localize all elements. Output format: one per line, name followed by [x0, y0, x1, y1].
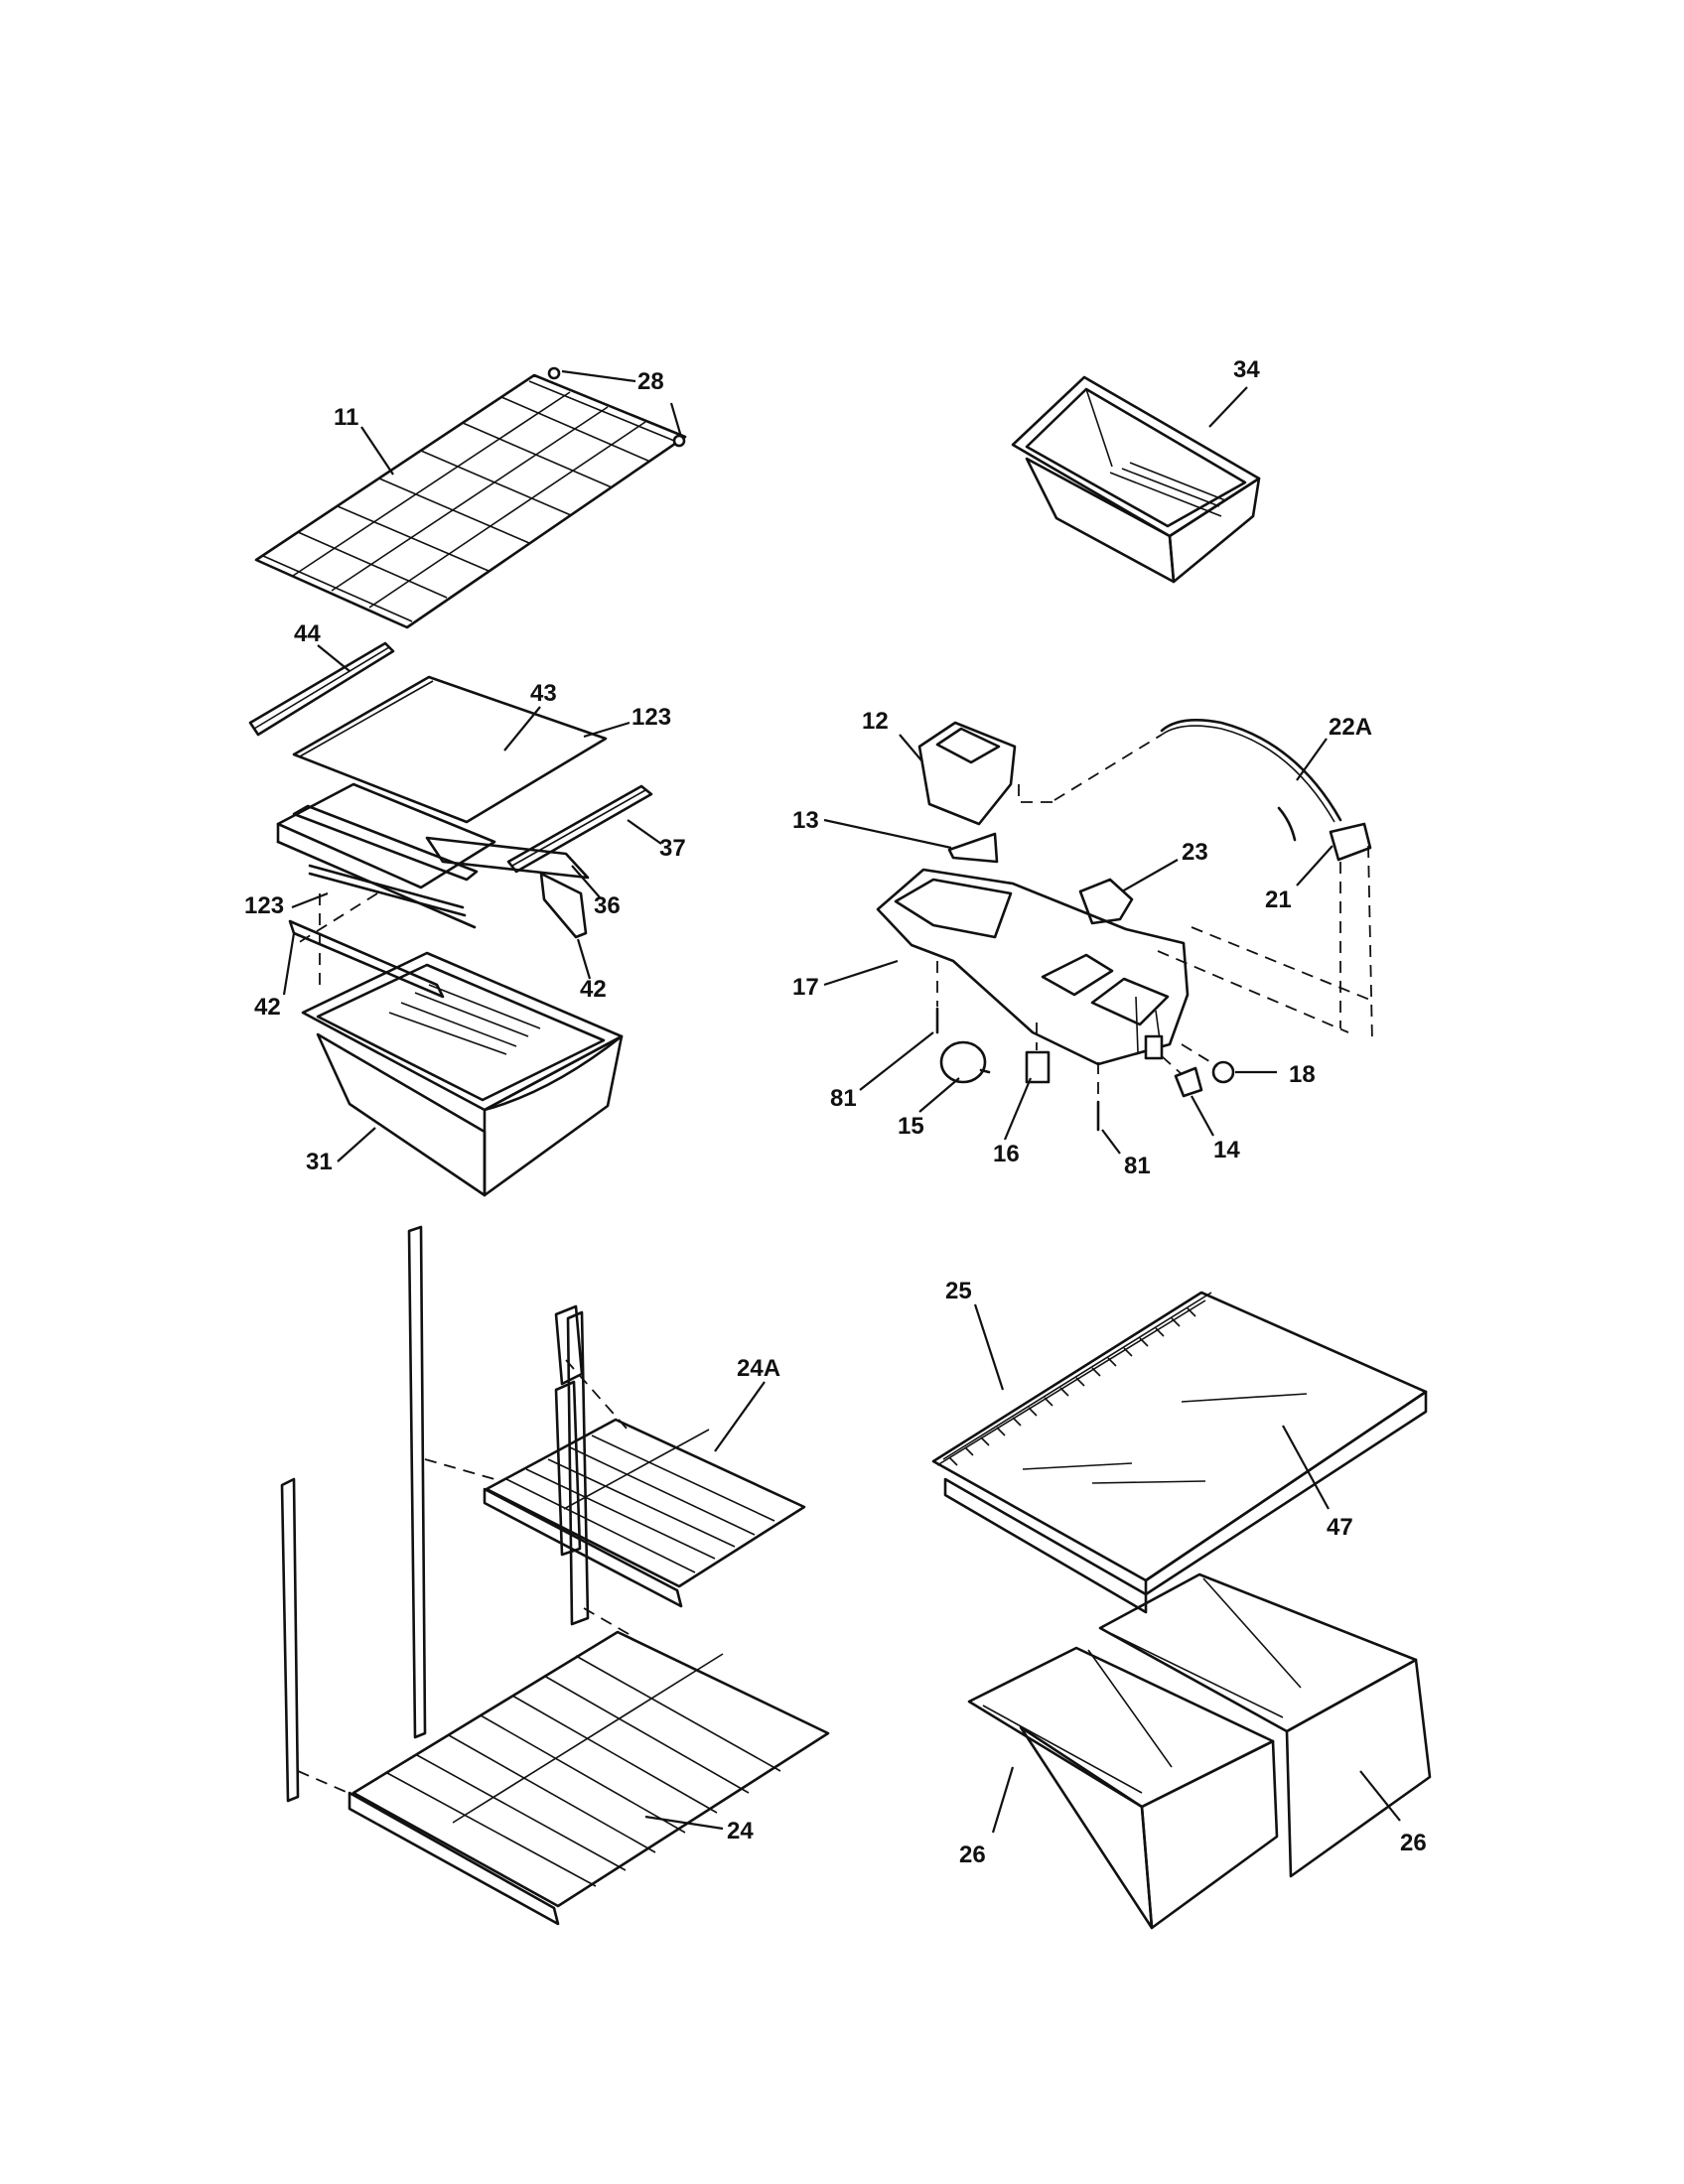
- callout-11: 11: [334, 404, 358, 431]
- callout-14: 14: [1213, 1137, 1240, 1163]
- callout-81-left: 81: [830, 1085, 857, 1112]
- storage-bin-part: [1011, 375, 1261, 584]
- callout-26-right: 26: [1400, 1830, 1427, 1856]
- callout-43: 43: [530, 680, 557, 707]
- control-housing-assembly-part: [876, 719, 1373, 1132]
- crisper-assembly-part: [931, 1291, 1432, 1930]
- callout-16: 16: [993, 1141, 1020, 1167]
- callout-34: 34: [1233, 356, 1260, 383]
- callout-22A: 22A: [1329, 714, 1372, 741]
- callout-21: 21: [1265, 887, 1292, 913]
- callout-labels: 28 11 34 44 43 123 37 36 123 42 42 31 12…: [244, 356, 1427, 1868]
- callout-12: 12: [862, 708, 889, 735]
- callout-25: 25: [945, 1278, 972, 1304]
- callout-123-top: 123: [632, 704, 671, 731]
- callout-81-right: 81: [1124, 1153, 1151, 1179]
- callout-28: 28: [637, 368, 664, 395]
- callout-42-left: 42: [254, 994, 281, 1021]
- callout-23: 23: [1182, 839, 1208, 866]
- callout-15: 15: [898, 1113, 924, 1140]
- wire-shelf-part: [254, 366, 687, 629]
- callout-17: 17: [792, 974, 819, 1001]
- callout-31: 31: [306, 1149, 333, 1175]
- callout-13: 13: [792, 807, 819, 834]
- leader-lines: [282, 369, 1401, 1834]
- callout-24: 24: [727, 1818, 754, 1844]
- meat-keeper-pan-part: [301, 951, 624, 1197]
- callout-24A: 24A: [737, 1355, 780, 1382]
- callout-42-right: 42: [580, 976, 607, 1003]
- callout-26-left: 26: [959, 1842, 986, 1868]
- callout-18: 18: [1289, 1061, 1316, 1088]
- glass-shelf-assembly-part: [248, 641, 653, 999]
- callout-123-left: 123: [244, 892, 284, 919]
- callout-37: 37: [659, 835, 686, 862]
- adjustable-shelf-system-part: [280, 1225, 830, 1926]
- callout-47: 47: [1327, 1514, 1353, 1541]
- callout-36: 36: [594, 892, 621, 919]
- callout-44: 44: [294, 620, 321, 647]
